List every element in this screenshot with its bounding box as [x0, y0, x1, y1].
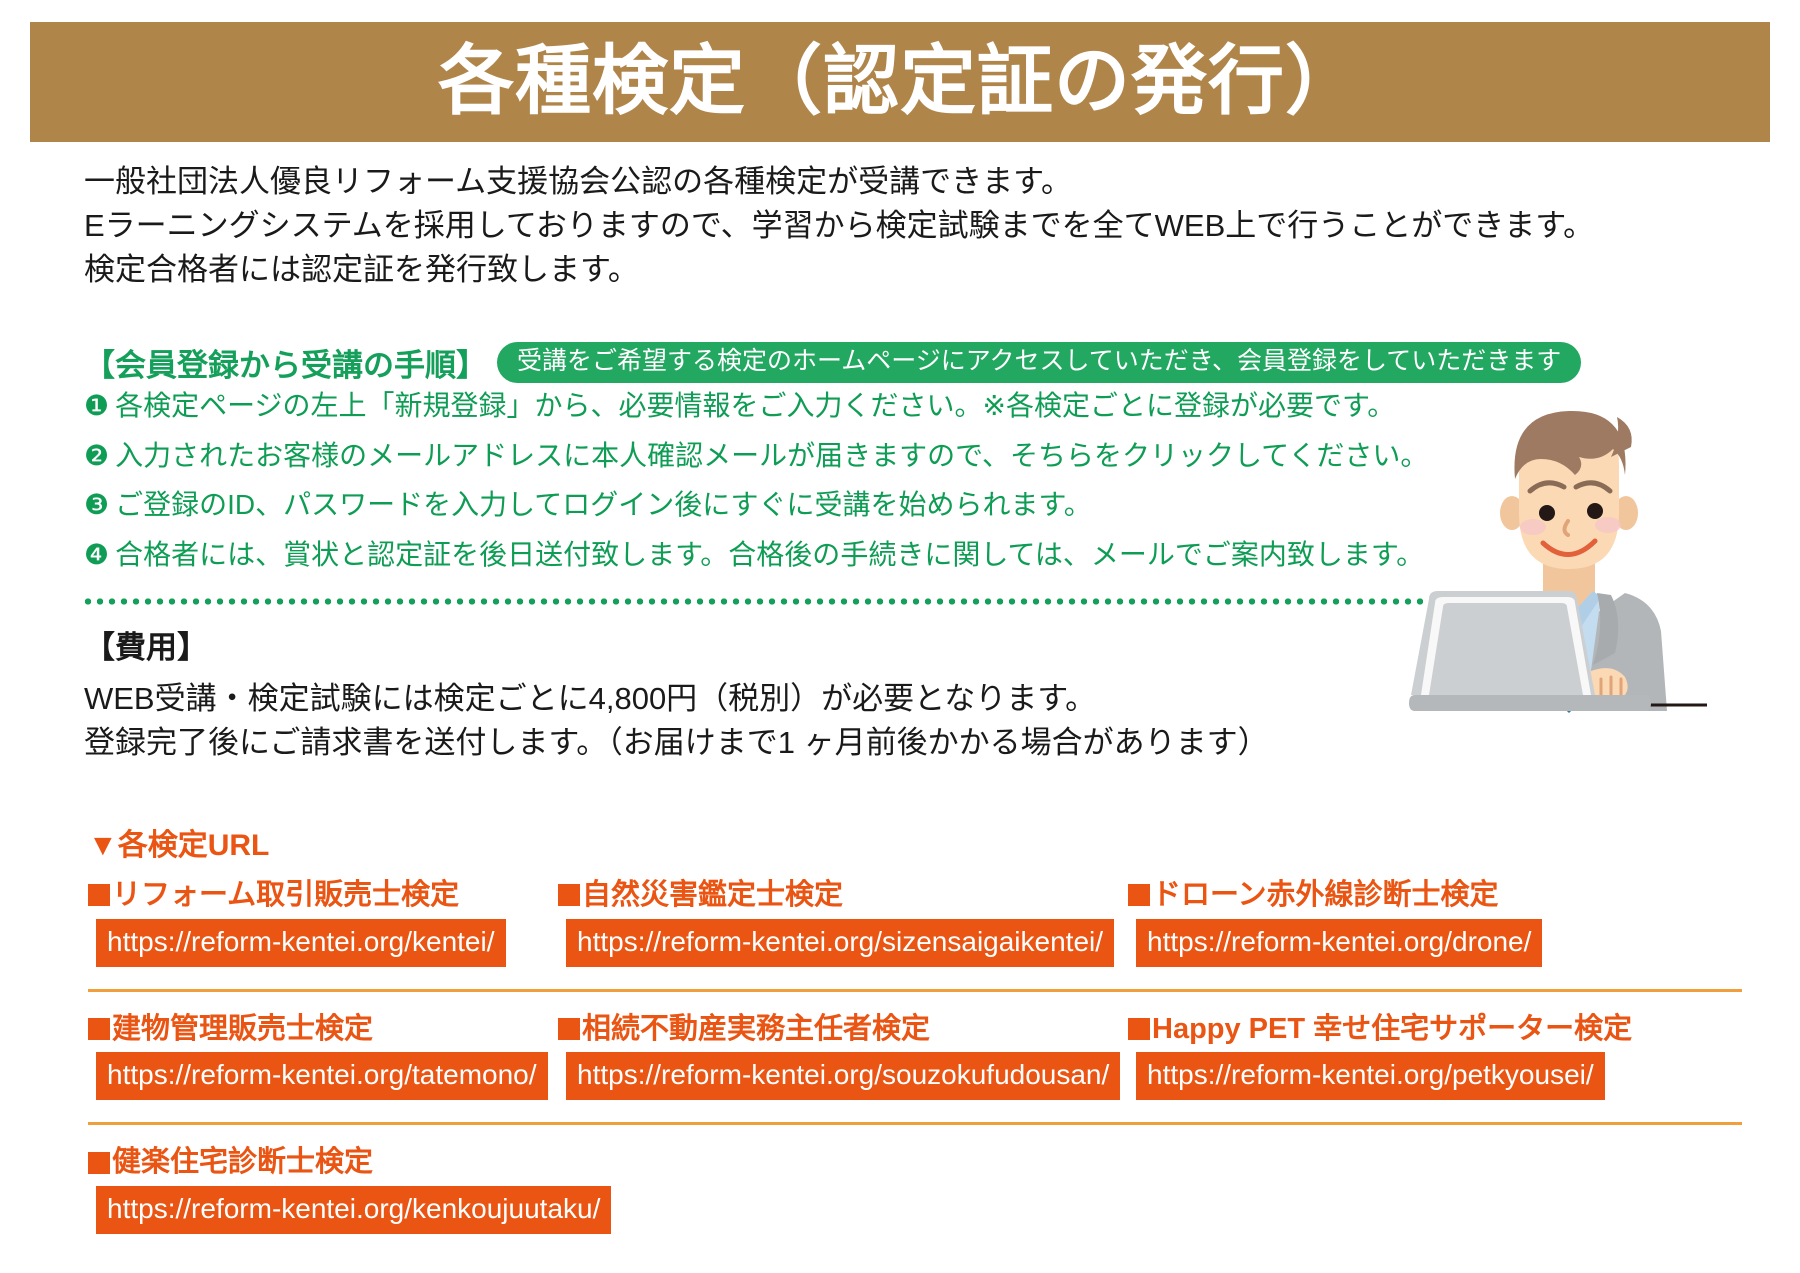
procedure-heading-row: 【会員登録から受講の手順】 受講をご希望する検定のホームページにアクセスしていた…	[84, 340, 1582, 385]
step-number-icon: ❸	[84, 489, 110, 521]
cost-line-2: 登録完了後にご請求書を送付します。（お届けまで1 ヶ月前後かかる場合があります）	[84, 725, 1269, 761]
url-label-text: Happy PET 幸せ住宅サポーター検定	[1152, 1012, 1633, 1045]
list-item: ❷ 入力されたお客様のメールアドレスに本人確認メールが届きますので、そちらをクリ…	[84, 436, 1484, 477]
square-bullet-icon	[1128, 884, 1150, 907]
step-number-icon: ❹	[84, 538, 110, 570]
procedure-badge: 受講をご希望する検定のホームページにアクセスしていただき、会員登録をしていただき…	[497, 342, 1582, 383]
url-row: 建物管理販売士検定 https://reform-kentei.org/tate…	[88, 1012, 1748, 1101]
url-label-text: 健楽住宅診断士検定	[112, 1146, 374, 1179]
url-row: リフォーム取引販売士検定 https://reform-kentei.org/k…	[88, 878, 1748, 967]
url-link[interactable]: https://reform-kentei.org/souzokufudousa…	[566, 1052, 1121, 1101]
url-label: 建物管理販売士検定	[88, 1012, 373, 1047]
cost-line-1: WEB受講・検定試験には検定ごとに4,800円（税別）が必要となります。	[84, 681, 1097, 716]
cost-title: 【費用】	[84, 630, 208, 665]
url-label-text: リフォーム取引販売士検定	[112, 879, 460, 911]
url-label: リフォーム取引販売士検定	[88, 878, 459, 913]
url-label-text: ドローン赤外線診断士検定	[1152, 879, 1499, 911]
url-link[interactable]: https://reform-kentei.org/petkyousei/	[1136, 1052, 1605, 1101]
url-item: Happy PET 幸せ住宅サポーター検定 https://reform-ken…	[1128, 1012, 1748, 1101]
url-item: 自然災害鑑定士検定 https://reform-kentei.org/size…	[558, 878, 1128, 967]
square-bullet-icon	[88, 884, 110, 907]
url-section-title: ▼各検定URL	[88, 829, 270, 862]
square-bullet-icon	[558, 884, 580, 907]
intro-paragraph: 一般社団法人優良リフォーム支援協会公認の各種検定が受講できます。 Eラーニングシ…	[84, 160, 1595, 292]
url-label: 自然災害鑑定士検定	[558, 878, 843, 913]
url-link[interactable]: https://reform-kentei.org/kentei/	[96, 918, 506, 967]
url-label-text: 建物管理販売士検定	[112, 1012, 374, 1045]
url-link[interactable]: https://reform-kentei.org/kenkoujuutaku/	[96, 1186, 612, 1234]
procedure-steps: ❶ 各検定ページの左上「新規登録」から、必要情報をご入力ください。※各検定ごとに…	[84, 386, 1484, 584]
intro-line-3: 検定合格者には認定証を発行致します。	[84, 252, 639, 288]
url-item: ドローン赤外線診断士検定 https://reform-kentei.org/d…	[1128, 878, 1748, 967]
intro-line-2: Eラーニングシステムを採用しておりますので、学習から検定試験までを全てWEB上で…	[84, 208, 1595, 244]
step-text: 合格者には、賞状と認定証を後日送付致します。合格後の手続きに関しては、メールでご…	[115, 538, 1425, 570]
url-item: 建物管理販売士検定 https://reform-kentei.org/tate…	[88, 1012, 558, 1101]
url-link[interactable]: https://reform-kentei.org/sizensaigaiken…	[566, 918, 1115, 967]
url-link[interactable]: https://reform-kentei.org/drone/	[1136, 918, 1543, 967]
list-item: ❹ 合格者には、賞状と認定証を後日送付致します。合格後の手続きに関しては、メール…	[84, 535, 1484, 576]
list-item: ❶ 各検定ページの左上「新規登録」から、必要情報をご入力ください。※各検定ごとに…	[84, 386, 1484, 427]
step-number-icon: ❶	[84, 390, 110, 421]
url-label: 健楽住宅診断士検定	[88, 1145, 373, 1180]
url-item: 健楽住宅診断士検定 https://reform-kentei.org/kenk…	[88, 1145, 612, 1234]
step-text: 入力されたお客様のメールアドレスに本人確認メールが届きますので、そちらをクリック…	[115, 439, 1429, 471]
intro-line-1: 一般社団法人優良リフォーム支援協会公認の各種検定が受講できます。	[84, 164, 1072, 199]
businessman-with-laptop-illustration	[1395, 395, 1800, 725]
step-number-icon: ❷	[84, 439, 110, 471]
url-label: Happy PET 幸せ住宅サポーター検定	[1128, 1012, 1632, 1047]
procedure-title: 【会員登録から受講の手順】	[84, 348, 487, 383]
square-bullet-icon	[88, 1018, 110, 1041]
header-banner: 各種検定（認定証の発行）	[30, 22, 1770, 142]
url-label-text: 自然災害鑑定士検定	[582, 879, 844, 911]
url-link[interactable]: https://reform-kentei.org/tatemono/	[96, 1052, 548, 1101]
square-bullet-icon	[1128, 1018, 1150, 1041]
url-label: ドローン赤外線診断士検定	[1128, 878, 1499, 913]
url-item: 相続不動産実務主任者検定 https://reform-kentei.org/s…	[558, 1012, 1128, 1101]
url-label-text: 相続不動産実務主任者検定	[582, 1012, 931, 1045]
url-label: 相続不動産実務主任者検定	[558, 1012, 930, 1047]
url-row-divider	[88, 1122, 1742, 1126]
square-bullet-icon	[558, 1018, 580, 1041]
url-section: ▼各検定URL リフォーム取引販売士検定 https://reform-kent…	[88, 820, 1748, 1234]
list-item: ❸ ご登録のID、パスワードを入力してログイン後にすぐに受講を始められます。	[84, 485, 1484, 526]
step-text: ご登録のID、パスワードを入力してログイン後にすぐに受講を始められます。	[115, 489, 1092, 521]
square-bullet-icon	[88, 1151, 110, 1174]
page-title: 各種検定（認定証の発行）	[438, 39, 1362, 124]
dotted-divider	[82, 598, 1452, 605]
url-row-divider	[88, 988, 1742, 992]
url-row: 健楽住宅診断士検定 https://reform-kentei.org/kenk…	[88, 1145, 1748, 1234]
step-text: 各検定ページの左上「新規登録」から、必要情報をご入力ください。※各検定ごとに登録…	[115, 390, 1396, 421]
url-item: リフォーム取引販売士検定 https://reform-kentei.org/k…	[88, 878, 558, 967]
cost-section: 【費用】 WEB受講・検定試験には検定ごとに4,800円（税別）が必要となります…	[84, 622, 1434, 765]
